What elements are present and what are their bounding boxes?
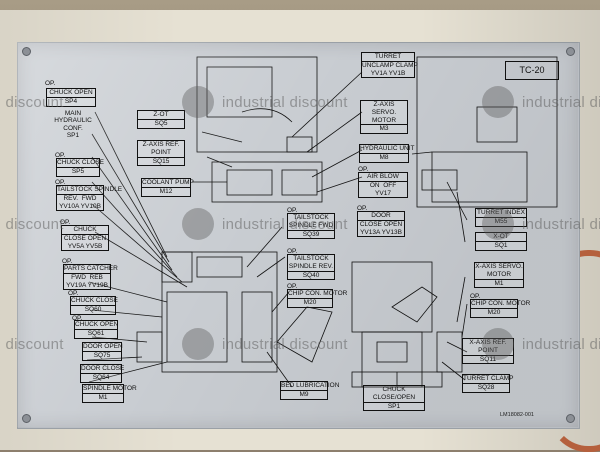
spindle-motor-label: SPINDLE MOTOR M1 [82, 384, 137, 403]
watermark: industrial discount [0, 94, 64, 111]
hydraulic-unit-label: HYDRAULIC UNIT M8 [359, 144, 415, 163]
label-op: OP. [55, 152, 66, 159]
watermark: industrial discount [0, 216, 64, 233]
op-chuck-open-label: CHUCK OPEN SQ61 [74, 320, 119, 339]
label-op: OP. [357, 205, 368, 212]
door-valve-label: DOOR CLOSE OPEN YV13A YV13B [357, 211, 405, 238]
watermark: industrial discount [522, 94, 600, 111]
label-op: OP. [62, 258, 73, 265]
watermark-logo [482, 208, 514, 240]
screw [22, 47, 31, 56]
label-op: OP. [287, 283, 298, 290]
label-op: OP. [358, 166, 369, 173]
door-open-label: DOOR OPEN SQ75 [82, 342, 123, 361]
plate-code: LM18082-001 [500, 412, 534, 418]
screw [22, 414, 31, 423]
chuck-close-label: CHUCK CLOSE SP5 [56, 158, 104, 177]
chuck-open-label: CHUCK OPEN SP4 [46, 88, 96, 107]
label-op: OP. [72, 315, 83, 322]
watermark: industrial discount [0, 336, 64, 353]
coolant-pump-label: COOLANT PUMP M12 [141, 178, 194, 197]
x-servo-motor-label: X-AXIS SERVO. MOTOR M1 [474, 262, 524, 289]
diagram-plate [17, 42, 580, 429]
label-op: OP. [55, 179, 66, 186]
tailstock-spindle-rev-label: TAILSTOCK SPINDLE REV. SQ40 [287, 254, 335, 281]
turret-clamp-label: TURRET CLAMP SQ28 [462, 374, 514, 393]
label-op: OP. [45, 80, 56, 87]
tailstock-spindle-label: TAILSTOCK SPINDLE REV. FWD YV10A YV10B [56, 185, 123, 212]
screw [566, 414, 575, 423]
air-blow-label: AIR BLOW ON OFF YV17 [358, 172, 408, 199]
screw [566, 47, 575, 56]
turret-label: TURRET UNCLAMP CLAMP YV1A YV1B [361, 52, 418, 79]
label-op: OP. [60, 219, 71, 226]
watermark: industrial discount [222, 216, 348, 233]
door-close-label: DOOR CLOSE SQ64 [80, 364, 125, 383]
turret-index-label: TURRET INDEX M55 [475, 208, 527, 227]
watermark-logo [482, 86, 514, 118]
watermark-logo [182, 208, 214, 240]
chip-conveyor-motor-left-label: CHIP CON. MOTOR M20 [287, 289, 348, 308]
label-op: OP. [68, 290, 79, 297]
label-op: OP. [470, 293, 481, 300]
watermark: industrial discount [222, 94, 348, 111]
watermark-logo [182, 86, 214, 118]
parts-catcher-label: PARTS CATCHER FWD REB YV19A YV19B [63, 264, 118, 291]
chip-conveyor-motor-right-label: CHIP CON. MOTOR M20 [470, 299, 531, 318]
chuck-close-open-label: CHUCK CLOSE/OPEN SP1 [363, 385, 425, 412]
op-chuck-close-label: CHUCK CLOSE SQ60 [70, 296, 118, 315]
chuck-valve-label: CHUCK CLOSE OPEN YV5A YV5B [61, 225, 109, 252]
watermark: industrial discount [222, 336, 348, 353]
watermark: industrial discount [522, 216, 600, 233]
bed-lubrication-label: BED LUBRICATION M9 [280, 381, 340, 400]
x-ot-label: X-OT SQ1 [475, 232, 527, 251]
watermark-logo [482, 328, 514, 360]
z-servo-motor-label: Z-AXIS SERVO. MOTOR M3 [360, 100, 408, 135]
z-ref-point-label: Z-AXIS REF. POINT SQ15 [137, 140, 185, 167]
label-op: OP. [287, 207, 298, 214]
machine-line-drawing [86, 56, 558, 388]
label-op: OP. [287, 248, 298, 255]
tailstock-spindle-fwd-label: TAILSTOCK SPINDLE FWD SQ39 [287, 213, 335, 240]
z-ot-label: Z-OT SQ5 [137, 110, 185, 129]
model-label: TC-20 [505, 61, 559, 80]
main-hydraulic-label: MAIN HYDRAULIC CONF. SP1 [54, 110, 92, 140]
watermark: industrial discount [522, 336, 600, 353]
watermark-logo [182, 328, 214, 360]
x-ref-point-label: X-AXIS REF. POINT SQ11 [462, 338, 514, 365]
